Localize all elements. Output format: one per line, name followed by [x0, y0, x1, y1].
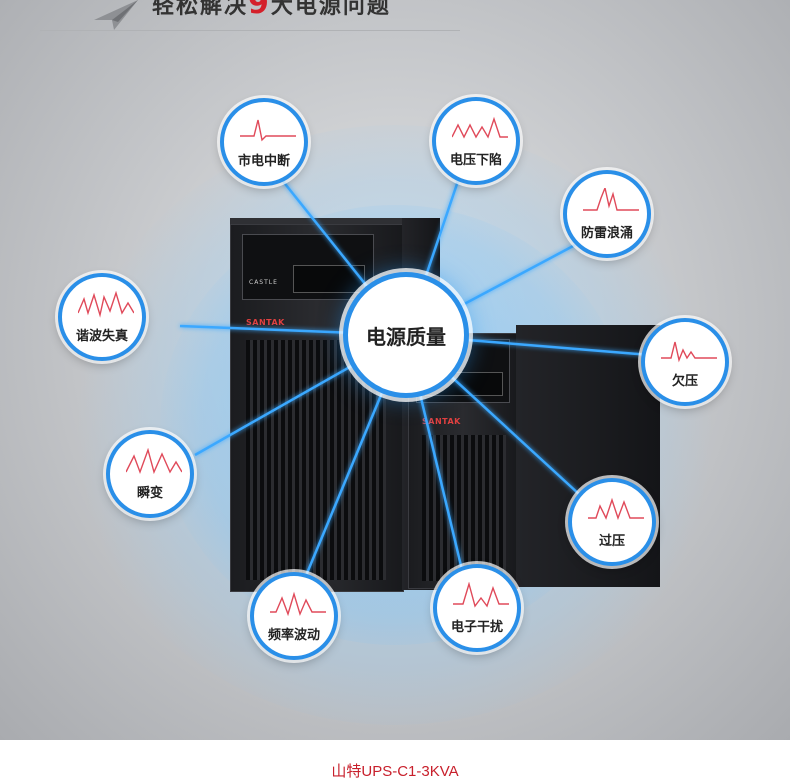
bubble-label: 谐波失真: [75, 329, 128, 344]
header-title-prefix: 轻松解决: [152, 0, 249, 19]
waveform-icon: [126, 448, 182, 475]
header-title-suffix: 大电源问题: [270, 0, 391, 19]
bubble-frequency-fluctuation: 频率波动: [250, 572, 338, 660]
waveform-icon: [270, 591, 326, 617]
ups-cabinet-large: CASTLE SANTAK: [230, 218, 440, 592]
bubble-label: 瞬变: [136, 486, 163, 501]
power-quality-hub: 电源质量: [343, 272, 469, 398]
panel-model-text: CASTLE: [249, 279, 278, 286]
bubble-label: 电压下陷: [449, 153, 502, 168]
brand-logo-small: SANTAK: [422, 417, 461, 426]
header-band: 轻松解决9大电源问题: [40, 0, 460, 31]
waveform-icon: [240, 119, 296, 142]
bubble-label: 频率波动: [267, 628, 320, 643]
bubble-label: 防雷浪涌: [580, 226, 633, 241]
header-title: 轻松解决9大电源问题: [152, 0, 391, 21]
bubble-lightning: 防雷浪涌: [563, 170, 651, 258]
bubble-label: 电子干扰: [450, 620, 503, 635]
product-caption: 山特UPS-C1-3KVA: [331, 763, 459, 780]
bubble-harmonic-distortion: 谐波失真: [58, 273, 146, 361]
waveform-icon: [583, 188, 639, 211]
waveform-icon: [452, 116, 508, 139]
bubble-transient: 瞬变: [106, 430, 194, 518]
paper-plane-icon: [94, 0, 138, 30]
bubble-label: 市电中断: [237, 154, 290, 169]
bubble-label: 过压: [598, 534, 625, 549]
bubble-power-outage: 市电中断: [220, 98, 308, 186]
waveform-icon: [78, 291, 134, 318]
bubble-electronic-interference: 电子干扰: [433, 564, 521, 652]
waveform-icon: [588, 497, 644, 521]
poster-background: 轻松解决9大电源问题 CASTLE SANTAK SANTAK: [0, 0, 790, 740]
bubble-voltage-sag: 电压下陷: [432, 97, 520, 185]
bubble-label: 欠压: [671, 374, 698, 389]
bubble-overvoltage: 过压: [568, 478, 656, 566]
waveform-icon: [453, 582, 509, 608]
waveform-icon: [661, 341, 717, 363]
power-quality-label: 电源质量: [366, 325, 446, 349]
header-title-number: 9: [248, 0, 271, 21]
brand-logo-large: SANTAK: [246, 318, 285, 327]
bubble-undervoltage: 欠压: [641, 318, 729, 406]
